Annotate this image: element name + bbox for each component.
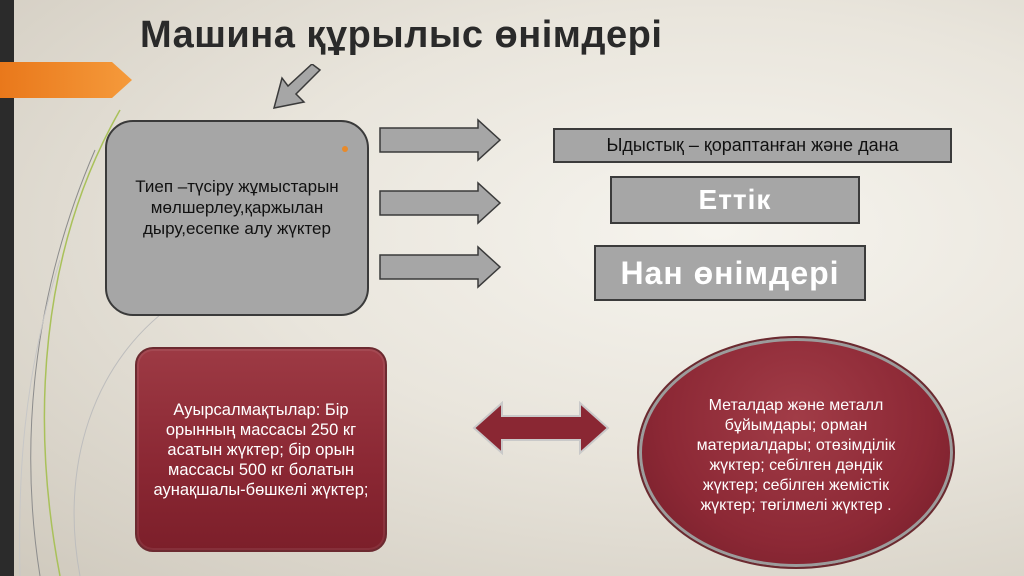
label-meat: Еттік [610,176,860,224]
label-container-cargo-text: Ыдыстық – қораптанған және дана [606,135,899,155]
left-dark-band [0,0,14,576]
bulk-cargo-ellipse: Металдар және металл бұйымдары; орман ма… [637,336,955,569]
bulk-cargo-text: Металдар және металл бұйымдары; орман ма… [696,396,896,514]
handling-norms-box: Тиеп –түсіру жұмыстарын мөлшерлеу,қаржыл… [105,120,369,316]
double-arrow-icon [472,401,610,455]
arrow-right-icon [379,118,502,162]
arrow-right-icon [379,245,502,289]
page-title: Машина құрылыс өнімдері [140,14,663,56]
handling-norms-text: Тиеп –түсіру жұмыстарын мөлшерлеу,қаржыл… [135,176,339,238]
decorative-curves [19,109,181,576]
orange-accent-tab [0,62,132,98]
label-bread-products-text: Нан өнімдері [620,254,840,291]
label-bread-products: Нан өнімдері [594,245,866,301]
label-container-cargo: Ыдыстық – қораптанған және дана [553,128,952,163]
heavy-cargo-text: Ауырсалмақтылар: Бір орынның массасы 250… [153,400,369,499]
arrow-down-left-icon [272,64,322,109]
heavy-cargo-box: Ауырсалмақтылар: Бір орынның массасы 250… [135,347,387,552]
bullet-dot [342,146,348,152]
label-meat-text: Еттік [698,184,772,215]
arrow-right-icon [379,181,502,225]
